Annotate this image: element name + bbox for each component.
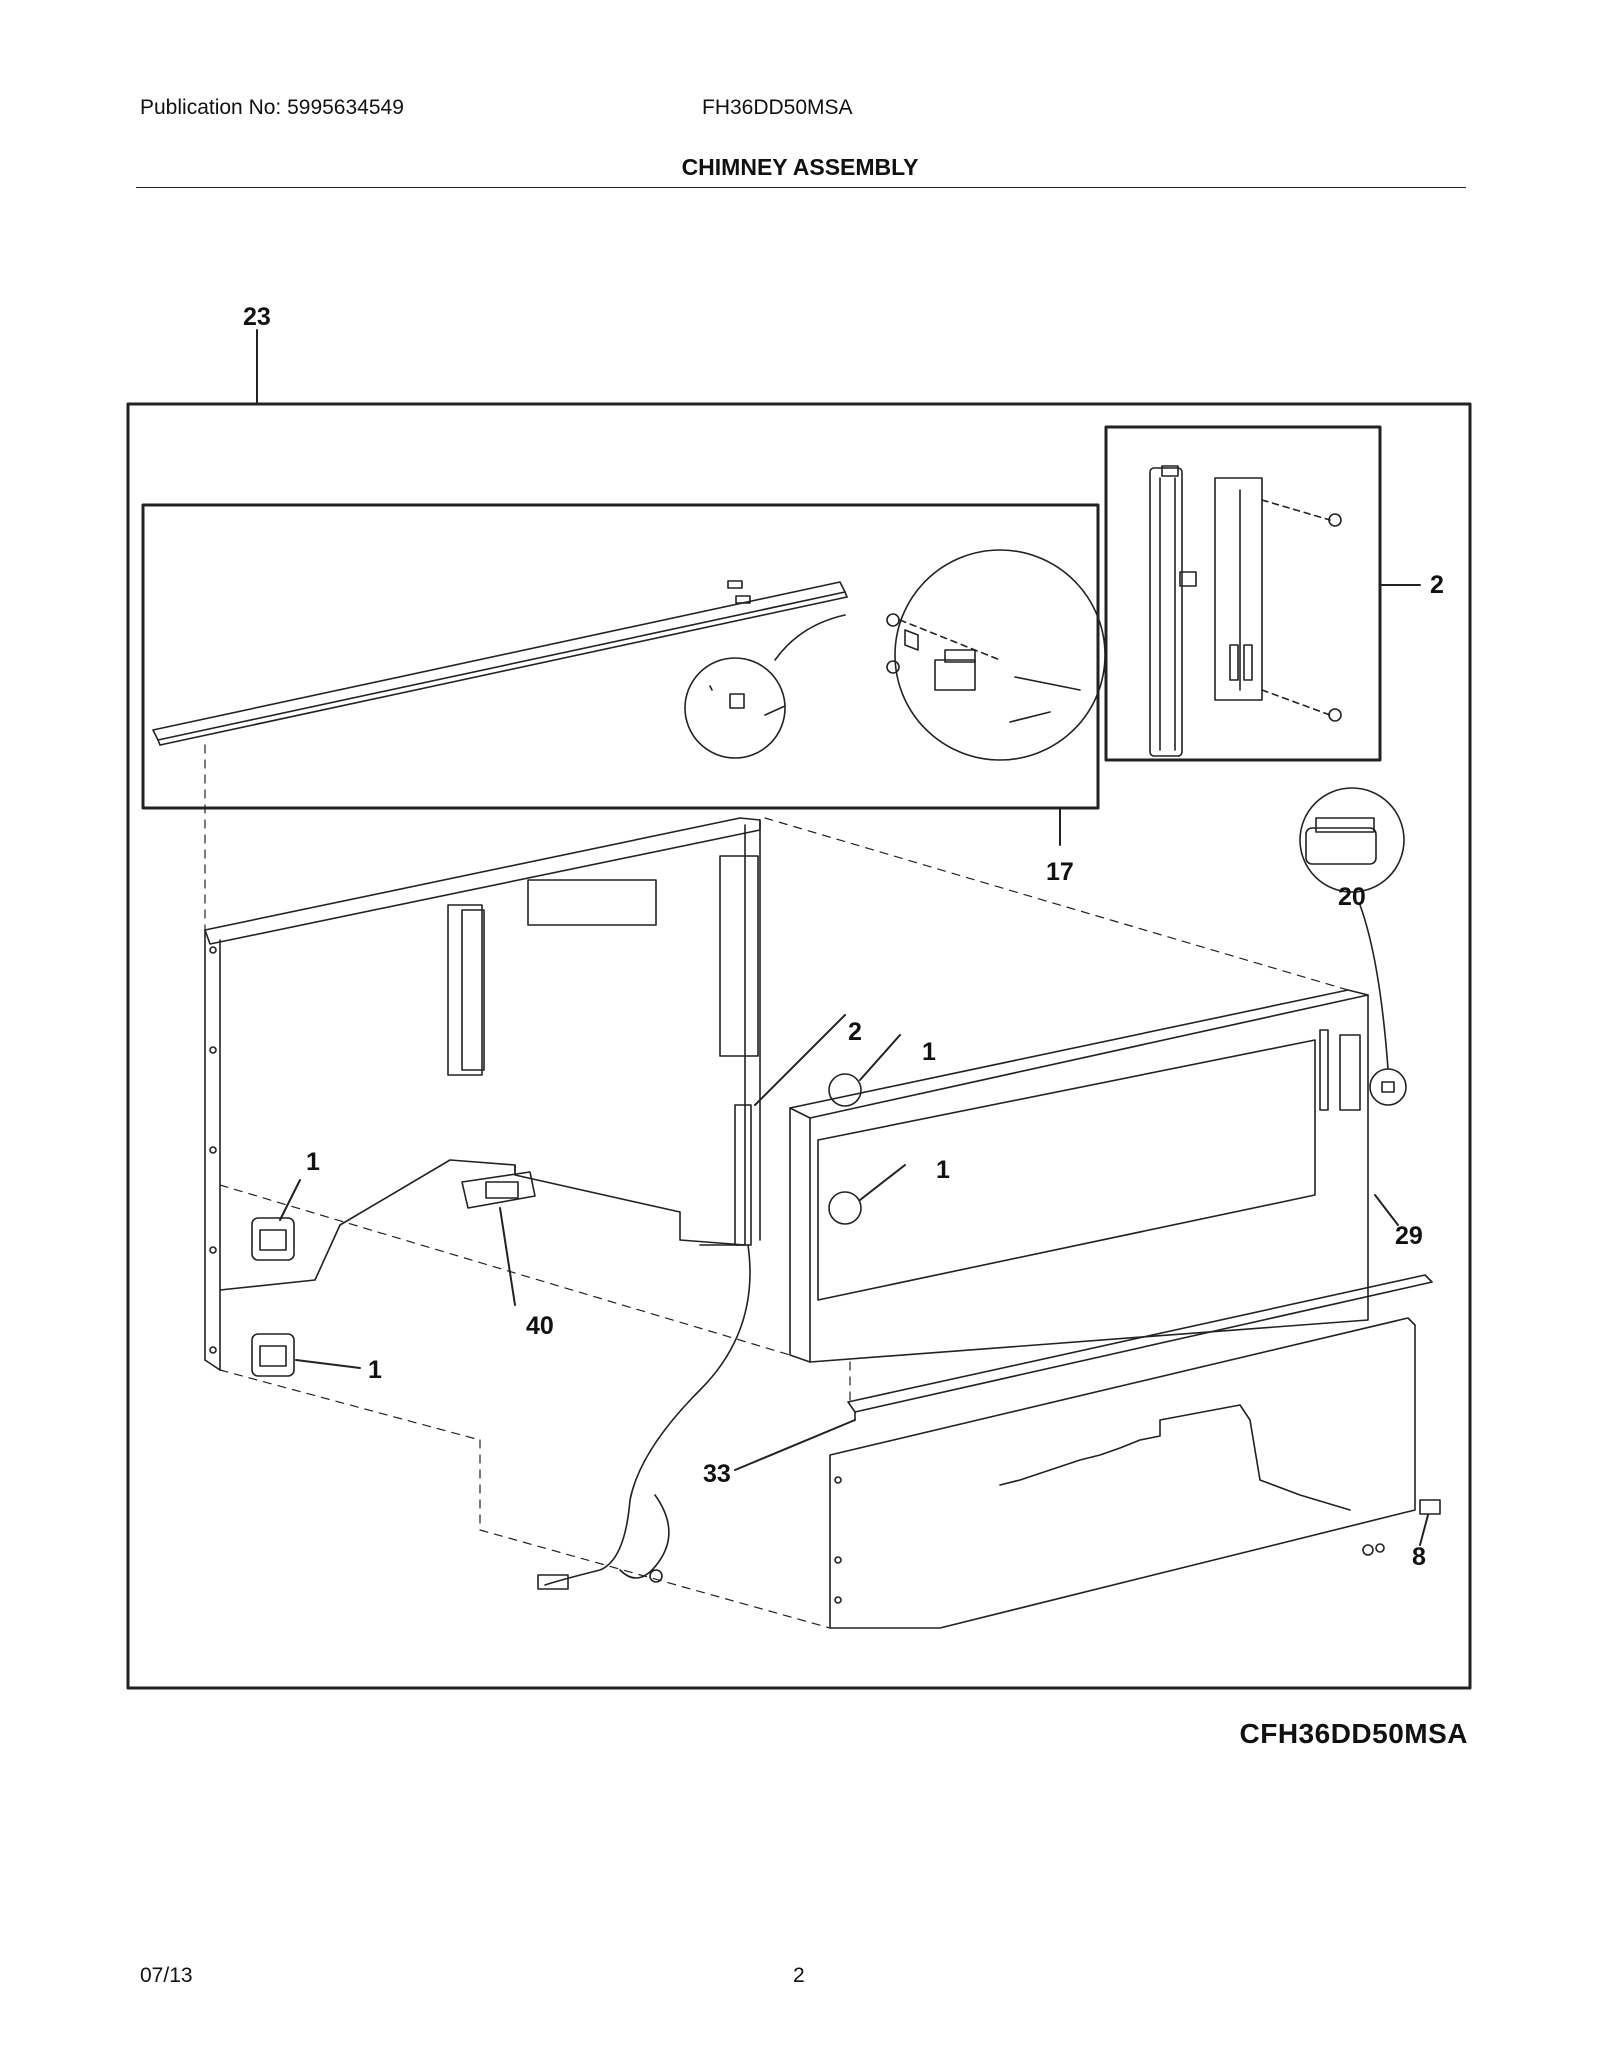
callout-1-panel-center: 1 [936, 1156, 950, 1184]
model-number: FH36DD50MSA [702, 96, 853, 119]
callout-2-mid: 2 [848, 1018, 862, 1046]
callout-23: 23 [243, 303, 271, 331]
back-panel-part [204, 817, 761, 1371]
callout-2-top: 2 [1430, 571, 1444, 599]
front-panel-part [789, 904, 1407, 1363]
publication-number: Publication No: 5995634549 [140, 96, 404, 119]
page-title: CHIMNEY ASSEMBLY [681, 154, 919, 180]
leader-lines [279, 807, 1429, 1546]
clip-part-left-lower [251, 1333, 295, 1377]
callout-8: 8 [1412, 1543, 1426, 1571]
assembly-outer-frame [126, 402, 1472, 1690]
callout-17: 17 [1046, 858, 1074, 886]
callout-1-panel-top: 1 [922, 1038, 936, 1066]
inset-box-top-strip [141, 503, 1100, 810]
callout-1-left-lower: 1 [368, 1356, 382, 1384]
connector-part-20 [1299, 787, 1405, 893]
clip-part-left-upper [251, 1217, 295, 1261]
alignment-lines [204, 744, 1349, 1629]
trim-strip-part-33 [847, 1274, 1433, 1421]
callout-20: 20 [1338, 883, 1366, 911]
footer-page-number: 2 [793, 1964, 805, 1987]
footer-date: 07/13 [140, 1964, 193, 1987]
detail-circle-small [684, 657, 786, 759]
top-strip-part [152, 580, 848, 746]
inset-box-switch-bracket [1104, 425, 1382, 762]
bracket-part-40 [461, 1171, 536, 1209]
title-divider [136, 187, 1466, 188]
callout-29: 29 [1395, 1222, 1423, 1250]
switch-bracket-part [1149, 465, 1342, 757]
diagram-model-label: CFH36DD50MSA [1239, 1718, 1468, 1749]
detail-circle-large [894, 549, 1106, 761]
callout-1-left-upper: 1 [306, 1148, 320, 1176]
callout-33: 33 [703, 1460, 731, 1488]
wire-harness-part [537, 1104, 752, 1590]
callout-40: 40 [526, 1312, 554, 1340]
lower-panel-part [829, 1317, 1441, 1629]
